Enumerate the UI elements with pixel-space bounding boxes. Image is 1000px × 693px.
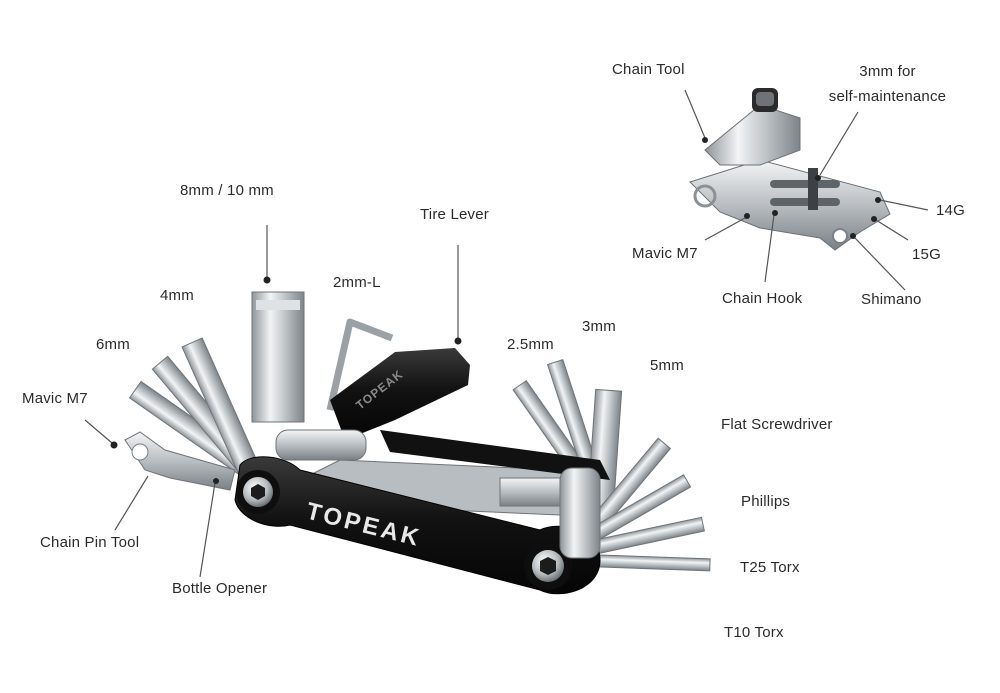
label-hex-2l: 2mm-L — [333, 274, 381, 291]
chain-tool-graphic — [689, 88, 891, 251]
label-shimano: Shimano — [861, 291, 922, 308]
label-chain-tool: Chain Tool — [612, 61, 685, 78]
label-self-maintenance-line2: self-maintenance — [828, 88, 947, 105]
label-chain-pin-tool: Chain Pin Tool — [40, 534, 140, 551]
label-chain-hook: Chain Hook — [722, 290, 803, 307]
label-hex-4: 4mm — [160, 287, 194, 304]
leader-lines — [84, 89, 929, 578]
label-self-maintenance-line1: 3mm for — [859, 63, 916, 80]
label-tire-lever: Tire Lever — [420, 206, 489, 223]
label-t25-torx: T25 Torx — [740, 559, 800, 576]
label-mavic-top: Mavic M7 — [632, 245, 698, 262]
label-flat-screwdriver: Flat Screwdriver — [721, 416, 833, 433]
label-hex-2-5: 2.5mm — [507, 336, 554, 353]
label-t10-torx: T10 Torx — [724, 624, 784, 641]
label-hex-8-10: 8mm / 10 mm — [180, 182, 274, 199]
label-phillips: Phillips — [741, 493, 791, 510]
label-hex-3: 3mm — [582, 318, 616, 335]
label-hex-6: 6mm — [96, 336, 130, 353]
label-15g: 15G — [912, 246, 941, 263]
multitool-graphic: TOPEAK TOPEAK — [124, 291, 711, 595]
label-bottle-opener: Bottle Opener — [172, 580, 268, 597]
label-14g: 14G — [936, 202, 965, 219]
label-mavic-left: Mavic M7 — [22, 390, 88, 407]
label-hex-5: 5mm — [650, 357, 684, 374]
leader-dots — [110, 137, 881, 484]
